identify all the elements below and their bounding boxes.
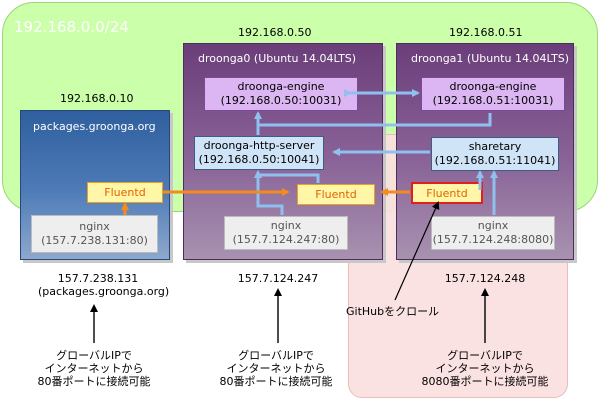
droonga0-nginx-label: nginx <box>270 219 302 232</box>
droonga0-nginx-addr: (157.7.124.247:80) <box>232 233 340 246</box>
droonga0-engine: droonga-engine (192.168.0.50:10031) <box>204 77 358 111</box>
droonga0-engine-addr: (192.168.0.50:10031) <box>220 94 342 107</box>
network-label: 192.168.0.0/24 <box>14 18 129 36</box>
droonga0-fluentd: Fluentd <box>297 184 375 205</box>
engine1-to-http-arrow <box>258 113 492 127</box>
droonga1-nginx-label: nginx <box>477 219 509 232</box>
packages-private-ip: 192.168.0.10 <box>60 92 134 105</box>
droonga1-sharetary-label: sharetary <box>468 140 522 153</box>
droonga0-access-note: グローバルIPで インターネットから 80番ポートに接続可能 <box>212 349 340 388</box>
droonga1-note-line: インターネットから <box>435 362 535 375</box>
droonga0-engine-label: droonga-engine <box>237 80 325 93</box>
droonga0-note-line: グローバルIPで <box>238 349 314 362</box>
droonga1-nginx-addr: (157.7.124.248:8080) <box>432 233 554 246</box>
droonga0-http-server: droonga-http-server (192.168.0.50:10041) <box>194 136 324 170</box>
droonga0-server-title: droonga0 (Ubuntu 14.04LTS) <box>198 52 357 65</box>
droonga1-note-line: 8080番ポートに接続可能 <box>421 375 549 388</box>
packages-public-ip: 157.7.238.131 (packages.groonga.org) <box>38 272 170 298</box>
packages-server-title: packages.groonga.org <box>33 120 156 133</box>
droonga1-nginx: nginx (157.7.124.248:8080) <box>431 216 555 250</box>
github-crawl-label: GitHubをクロール <box>346 305 440 318</box>
packages-access-note: グローバルIPで インターネットから 80番ポートに接続可能 <box>30 349 158 388</box>
droonga1-public-ip: 157.7.124.248 <box>444 272 526 285</box>
droonga1-fluentd: Fluentd <box>411 182 483 204</box>
droonga1-engine: droonga-engine (192.168.0.51:10031) <box>421 77 565 111</box>
packages-note-line: インターネットから <box>44 362 144 375</box>
droonga0-nginx: nginx (157.7.124.247:80) <box>224 216 348 250</box>
droonga1-engine-label: droonga-engine <box>449 80 537 93</box>
droonga1-private-ip: 192.168.0.51 <box>449 26 523 39</box>
packages-note-line: グローバルIPで <box>56 349 132 362</box>
droonga1-server-title: droonga1 (Ubuntu 14.04LTS) <box>411 52 570 65</box>
droonga0-note-line: インターネットから <box>226 362 326 375</box>
packages-nginx-label: nginx <box>79 220 110 233</box>
droonga0-private-ip: 192.168.0.50 <box>238 26 312 39</box>
packages-public-ip-value: 157.7.238.131 <box>57 272 139 285</box>
droonga1-sharetary: sharetary (192.168.0.51:11041) <box>431 137 559 171</box>
packages-public-name: (packages.groonga.org) <box>38 285 170 298</box>
droonga1-note-line: グローバルIPで <box>447 349 523 362</box>
nginx0-up-arrow <box>254 170 284 215</box>
fluentd0-to-http-arrow <box>254 170 320 183</box>
droonga1-sharetary-addr: (192.168.0.51:11041) <box>434 154 556 167</box>
droonga0-note-line: 80番ポートに接続可能 <box>219 375 333 388</box>
droonga1-access-note: グローバルIPで インターネットから 8080番ポートに接続可能 <box>418 349 552 388</box>
droonga1-engine-addr: (192.168.0.51:10031) <box>432 94 554 107</box>
packages-note-line: 80番ポートに接続可能 <box>37 375 151 388</box>
packages-server: packages.groonga.org nginx (157.7.238.13… <box>20 110 170 260</box>
droonga0-http-label: droonga-http-server <box>203 139 315 152</box>
droonga0-http-addr: (192.168.0.50:10041) <box>198 153 320 166</box>
droonga0-public-ip: 157.7.124.247 <box>237 272 319 285</box>
droonga0-server: droonga0 (Ubuntu 14.04LTS) droonga-engin… <box>183 43 383 260</box>
github-crawl-arrow <box>394 201 440 301</box>
packages-nginx: nginx (157.7.238.131:80) <box>31 215 158 253</box>
packages-nginx-addr: (157.7.238.131:80) <box>41 234 148 247</box>
